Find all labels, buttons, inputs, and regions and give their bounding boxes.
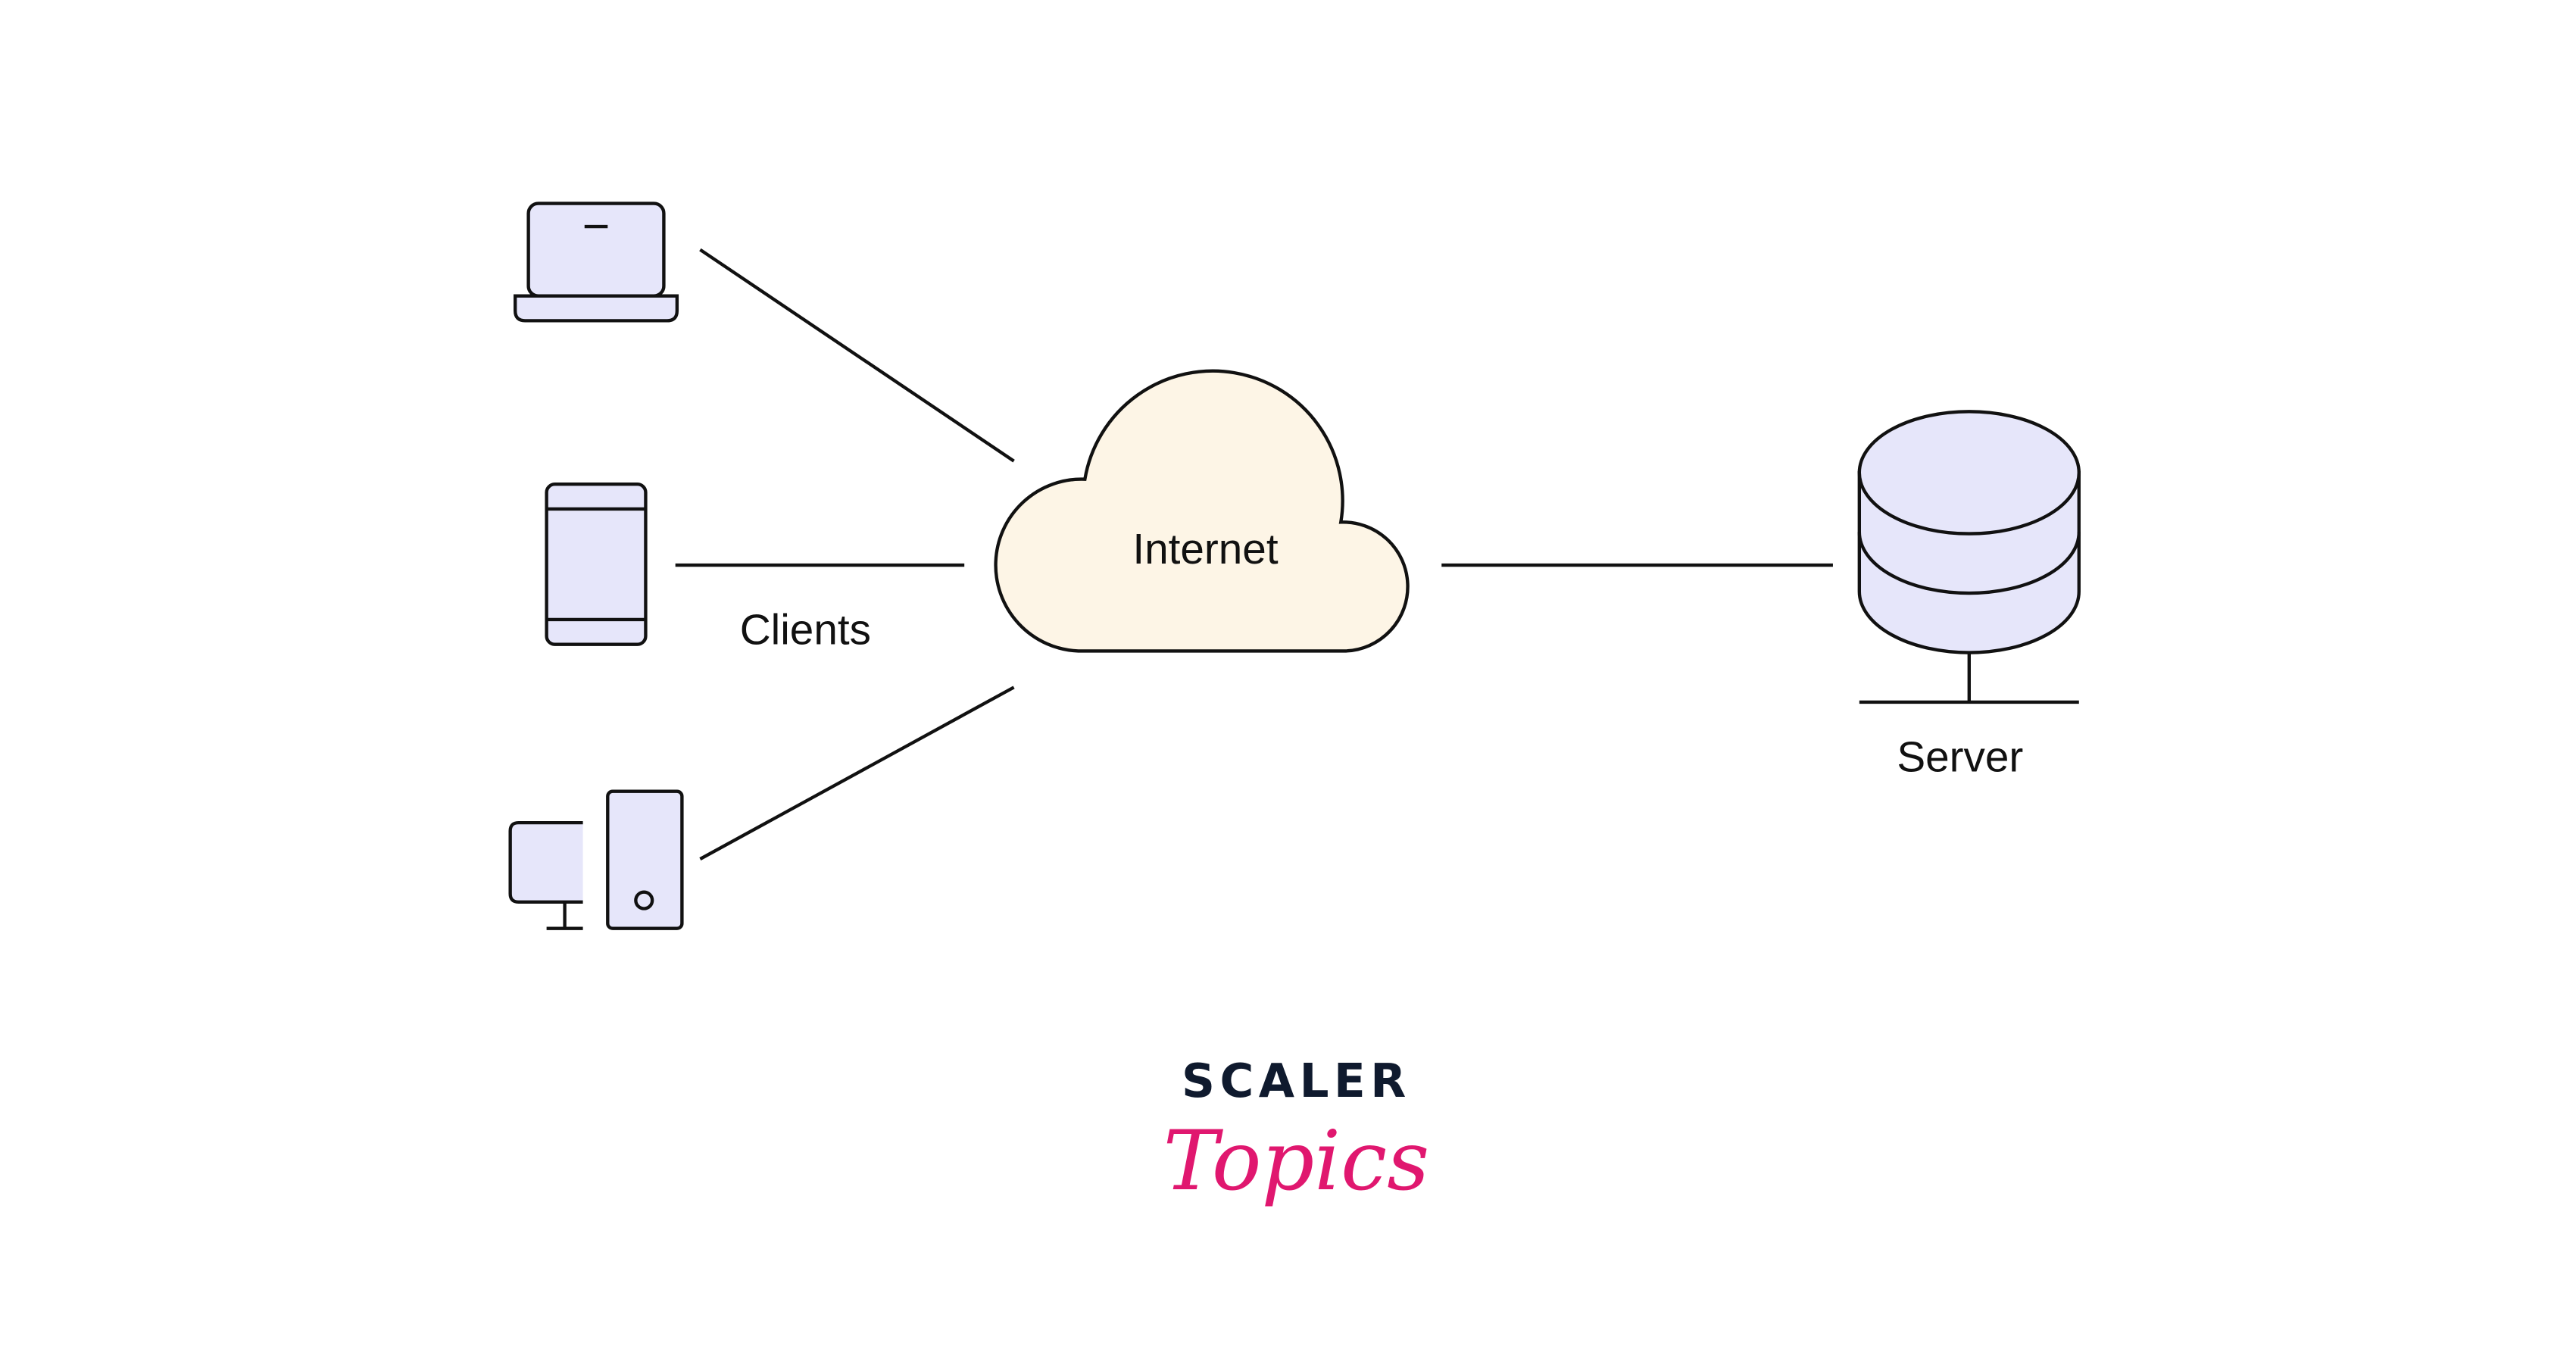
cloud-icon [994, 369, 1410, 653]
smartphone-icon [545, 483, 648, 646]
connection-laptop-internet [699, 248, 1015, 463]
svg-text:SCALER: SCALER [1182, 1054, 1411, 1108]
clients-label: Clients [740, 607, 871, 654]
database-server-icon [1857, 410, 2081, 704]
laptop-icon [514, 201, 679, 323]
svg-text:Topics: Topics [1163, 1113, 1429, 1209]
connection-desktop-internet [699, 686, 1015, 861]
scaler-topics-logo: SCALER Topics [1163, 1054, 1429, 1209]
internet-label: Internet [1132, 526, 1278, 573]
desktop-computer-icon [508, 789, 684, 930]
server-label: Server [1897, 734, 2023, 782]
